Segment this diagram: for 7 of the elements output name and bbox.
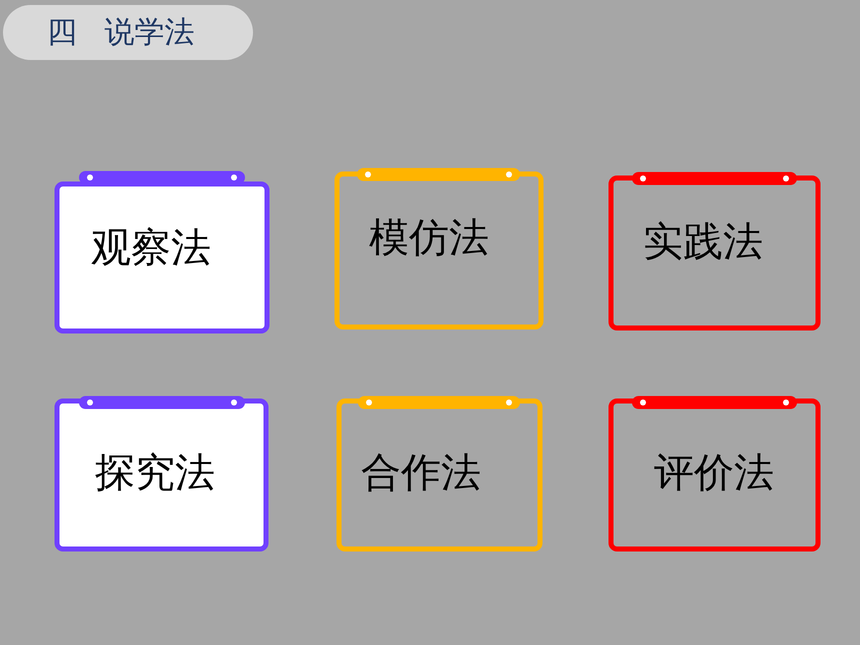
board-label: 评价法	[654, 451, 774, 495]
board-label: 观察法	[91, 226, 211, 270]
board-label: 实践法	[643, 220, 763, 264]
section-title: 四 说学法	[47, 17, 195, 49]
board-label: 探究法	[95, 451, 215, 495]
board-label: 模仿法	[369, 216, 489, 260]
board-label: 合作法	[361, 451, 481, 495]
